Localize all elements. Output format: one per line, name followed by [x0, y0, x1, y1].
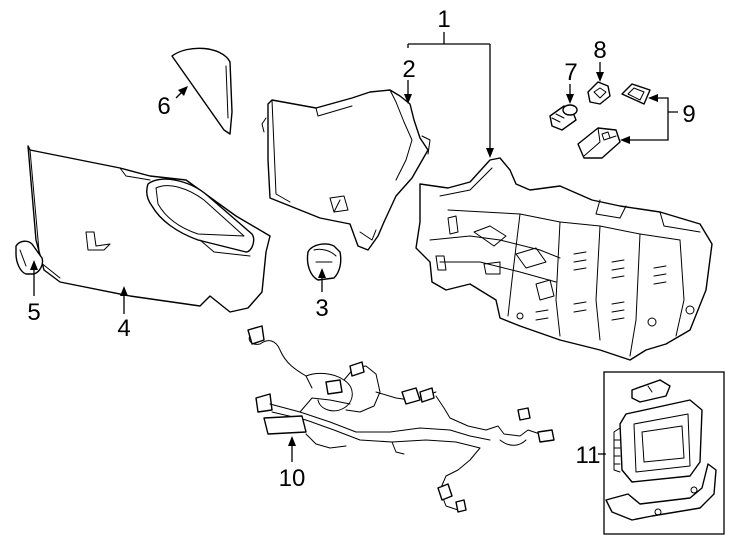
part-4-side-panel	[27, 145, 271, 313]
part-1-console-bracket	[415, 157, 713, 361]
part-9-switch-lower	[577, 127, 621, 159]
callout-4: 4	[117, 315, 130, 342]
callout-7: 7	[564, 59, 577, 86]
part-2-console-trim	[261, 89, 431, 251]
callout-2: 2	[402, 56, 415, 83]
callout-5: 5	[27, 299, 40, 326]
callout-10: 10	[279, 465, 306, 492]
part-10-wiring-harness	[247, 325, 555, 513]
part-6-trim-piece	[171, 47, 233, 135]
callout-labels: 1 2 3 4 5 6 7 8 9 10 11	[27, 6, 695, 492]
callout-11: 11	[576, 442, 601, 469]
leader-lines	[30, 32, 678, 462]
control-module	[619, 399, 703, 483]
part-3-cover	[306, 243, 342, 281]
part-8-cap	[587, 81, 611, 105]
callout-9: 9	[682, 101, 695, 128]
callout-6: 6	[157, 93, 170, 120]
part-7-fastener	[549, 104, 578, 131]
module-bracket-lower	[605, 463, 717, 521]
callout-8: 8	[593, 37, 606, 64]
callout-3: 3	[315, 295, 328, 322]
part-9-switch-upper	[621, 83, 651, 105]
part-11-inset	[603, 371, 725, 535]
callout-1: 1	[437, 6, 450, 33]
